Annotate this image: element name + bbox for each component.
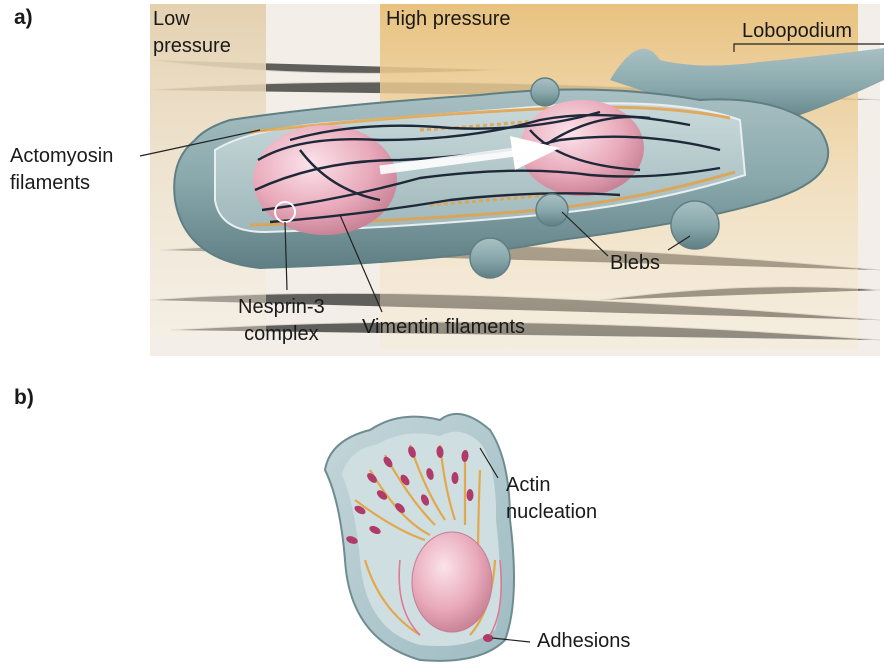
blebs-label: Blebs — [610, 250, 660, 277]
panel-a-letter: a) — [14, 6, 33, 30]
nesprin-line1: Nesprin-3 — [238, 294, 325, 321]
vimentin-label: Vimentin filaments — [362, 314, 525, 341]
high-pressure-label: High pressure — [386, 6, 511, 33]
low-pressure-line2: pressure — [153, 33, 231, 60]
low-pressure-line1: Low — [153, 6, 231, 33]
actin-nucleation-label: Actin nucleation — [506, 472, 597, 526]
low-pressure-label: Low pressure — [153, 6, 231, 60]
adhesions-label: Adhesions — [537, 628, 630, 655]
leading-edge-nucleus — [412, 532, 492, 632]
nesprin-label: Nesprin-3 complex — [238, 294, 325, 348]
actomyosin-line1: Actomyosin — [10, 143, 113, 170]
actomyosin-line2: filaments — [10, 170, 113, 197]
actin-line1: Actin — [506, 472, 597, 499]
leading-edge-cell — [325, 414, 514, 661]
panel-b-letter: b) — [14, 386, 34, 410]
lobopodium-label: Lobopodium — [742, 18, 852, 45]
actomyosin-label: Actomyosin filaments — [10, 143, 113, 197]
actin-line2: nucleation — [506, 499, 597, 526]
nesprin-line2: complex — [238, 321, 325, 348]
